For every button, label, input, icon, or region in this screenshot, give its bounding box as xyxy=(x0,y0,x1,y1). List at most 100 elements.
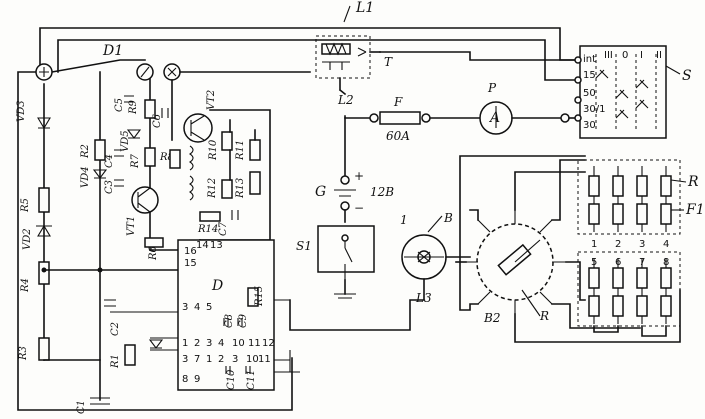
label-vd4: VD4 xyxy=(80,166,91,188)
plug-3: 3 xyxy=(639,239,645,250)
label-r9: R9 xyxy=(128,99,139,115)
label-voltage: 12B xyxy=(370,185,394,199)
switch-15: 15 xyxy=(583,70,596,81)
label-vd3: VD3 xyxy=(16,100,27,122)
label-b2: B2 xyxy=(483,311,500,325)
chip-d: D 16 15 14 13 3 4 5 1 2 3 4 10 11 12 3 7… xyxy=(104,239,300,391)
switch-col-i: I xyxy=(640,50,643,61)
chip-pin-r3-3b: 3 xyxy=(232,354,238,365)
plug-6: 6 xyxy=(615,257,621,268)
label-r8: R8 xyxy=(159,152,174,163)
chip-pin-r4-9: 9 xyxy=(194,374,200,385)
label-vt1: VT1 xyxy=(126,216,137,236)
resistor-bank: 1 2 3 4 5 6 7 8 R F1 xyxy=(577,159,705,337)
switch-30-1: 30/1 xyxy=(583,104,605,115)
plug-8: 8 xyxy=(663,257,669,268)
label-f: F xyxy=(393,95,403,109)
left-column: VD3 R5 VD2 R4 R3 C1 xyxy=(16,100,181,414)
chip-pin-r3-10: 10 xyxy=(246,354,259,365)
label-t: T xyxy=(384,55,393,69)
label-c4: C4 xyxy=(104,154,115,168)
battery-g: G + − 12B xyxy=(315,117,394,223)
label-c3: C3 xyxy=(104,180,115,194)
label-r4: R4 xyxy=(20,278,31,293)
label-r14: R14 xyxy=(197,224,218,235)
battery-minus: − xyxy=(354,201,364,215)
chip-pin-r3-2: 2 xyxy=(218,354,224,365)
chip-pin-r3-1: 1 xyxy=(206,354,212,365)
switch-30: 30 xyxy=(583,120,596,131)
battery-plus: + xyxy=(354,169,364,183)
chip-pin-r2-1: 1 xyxy=(182,338,188,349)
chip-pin-r3-11: 11 xyxy=(258,354,271,365)
label-r-bank: R xyxy=(687,174,699,190)
label-r1: R1 xyxy=(110,354,121,369)
label-r5: R5 xyxy=(20,198,31,213)
label-one: 1 xyxy=(400,213,408,227)
plug-2: 2 xyxy=(615,239,621,250)
label-c9: C9 xyxy=(238,313,249,328)
chip-pin-r2-4: 4 xyxy=(218,338,224,349)
coil-b: 1 B L3 xyxy=(289,211,471,331)
chip-pin-r3-7: 7 xyxy=(194,354,200,365)
plug-5: 5 xyxy=(591,257,597,268)
label-c2: C2 xyxy=(110,322,121,336)
label-r10: R10 xyxy=(208,139,219,161)
ignition-switch-s: int 15 50 30/1 30 III 0 I II S xyxy=(574,45,692,139)
chip-pin-r1-4: 4 xyxy=(194,302,200,313)
label-d1: D1 xyxy=(102,43,123,59)
top-resistors xyxy=(588,166,672,232)
chip-pin-r1-5: 5 xyxy=(206,302,212,313)
label-r6: R6 xyxy=(148,245,159,261)
switch-col-0: 0 xyxy=(622,50,628,61)
label-f-rating: 60A xyxy=(386,129,410,143)
label-b: B xyxy=(443,211,453,225)
switch-col-iii: III xyxy=(604,50,613,61)
switch-50: 50 xyxy=(583,88,596,99)
label-p: P xyxy=(487,81,497,95)
label-f1: F1 xyxy=(685,202,705,218)
label-c6: C6 xyxy=(152,113,163,128)
chip-pin-16: 16 xyxy=(184,246,197,257)
chip-pin-13: 13 xyxy=(210,240,223,251)
label-vt2: VT2 xyxy=(206,90,217,110)
switch-int: int xyxy=(583,54,596,65)
label-c5: C5 xyxy=(114,98,125,112)
label-r13: R13 xyxy=(235,178,246,199)
label-c8: C8 xyxy=(224,314,235,328)
fuse-ammeter: F 60A A P xyxy=(344,81,579,143)
label-r7: R7 xyxy=(130,153,141,169)
label-r12: R12 xyxy=(207,178,218,199)
label-r-distributor: R xyxy=(539,309,549,323)
plug-1: 1 xyxy=(591,239,597,250)
plug-4: 4 xyxy=(663,239,669,250)
chip-pin-14: 14 xyxy=(196,240,209,251)
label-vd5: VD5 xyxy=(120,130,131,152)
label-c1: C1 xyxy=(76,400,87,414)
label-r15: R15 xyxy=(254,286,265,307)
chip-pin-r2-10: 10 xyxy=(232,338,245,349)
label-c11: C11 xyxy=(246,370,257,390)
bottom-resistors xyxy=(588,258,672,324)
chip-label: D xyxy=(211,278,223,294)
chip-pin-r2-3: 3 xyxy=(206,338,212,349)
chip-pin-r2-11: 11 xyxy=(248,338,261,349)
label-l3: L3 xyxy=(415,291,432,305)
label-vd2: VD2 xyxy=(22,228,33,250)
distributor-b2: B2 R xyxy=(455,155,681,343)
label-c10: C10 xyxy=(226,369,237,390)
ammeter-symbol: A xyxy=(488,110,500,126)
label-r3: R3 xyxy=(18,346,29,361)
label-s1: S1 xyxy=(296,239,312,253)
label-c7: C7 xyxy=(218,221,229,236)
label-r11: R11 xyxy=(235,140,246,161)
switch-s1: S1 xyxy=(296,225,375,299)
vt2-section: VT2 R10 R11 R12 R13 R14 C7 xyxy=(183,90,271,251)
regulator-section: C5 R9 C6 R2 VD4 C4 C3 VD5 R7 R8 VT1 R6 xyxy=(80,63,311,261)
label-s: S xyxy=(682,68,692,84)
label-l1: L1 xyxy=(355,0,374,16)
chip-pin-r3-3: 3 xyxy=(182,354,188,365)
chip-pin-r2-12: 12 xyxy=(262,338,275,349)
